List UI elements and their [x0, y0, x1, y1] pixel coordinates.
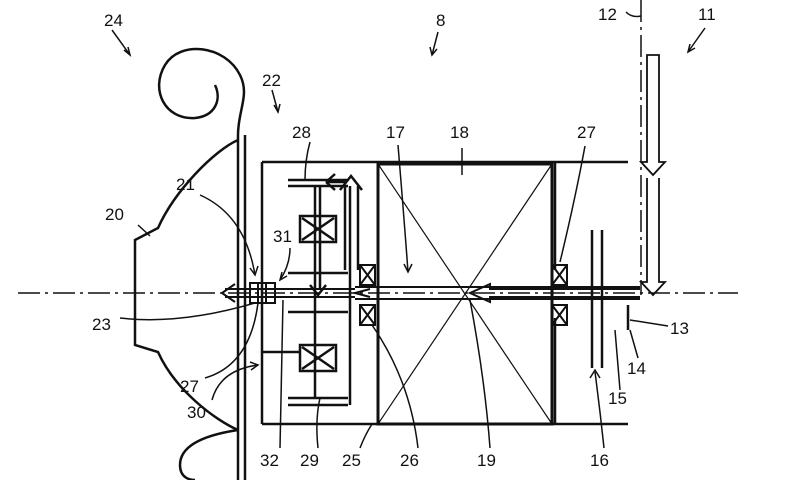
- label-32: 32: [260, 451, 279, 470]
- label-25: 25: [342, 451, 361, 470]
- label-12: 12: [598, 5, 617, 24]
- label-20: 20: [105, 205, 124, 224]
- label-11: 11: [698, 5, 716, 24]
- label-22: 22: [262, 71, 281, 90]
- bearing-26: [359, 264, 376, 326]
- bearing-21: [220, 282, 355, 304]
- label-14: 14: [627, 359, 646, 378]
- label-31: 31: [273, 227, 292, 246]
- label-15: 15: [608, 389, 627, 408]
- label-28: 28: [292, 123, 311, 142]
- label-18: 18: [450, 123, 469, 142]
- label-23: 23: [92, 315, 111, 334]
- label-27-top: 27: [577, 123, 596, 142]
- gearbox: [288, 173, 363, 407]
- label-19: 19: [477, 451, 496, 470]
- electric-motor: [376, 162, 554, 426]
- label-27-bottom: 27: [180, 377, 199, 396]
- label-30: 30: [187, 403, 206, 422]
- inlet-flow-arrows: [638, 54, 668, 297]
- label-24: 24: [104, 11, 123, 30]
- label-21: 21: [176, 175, 195, 194]
- compressor: [133, 47, 247, 480]
- label-16: 16: [590, 451, 609, 470]
- label-13: 13: [670, 319, 689, 338]
- label-29: 29: [300, 451, 319, 470]
- bearing-27: [551, 264, 568, 326]
- label-26: 26: [400, 451, 419, 470]
- label-17: 17: [386, 123, 405, 142]
- leader-lines: [111, 11, 706, 449]
- label-8: 8: [436, 11, 445, 30]
- impeller-discs: [590, 230, 630, 368]
